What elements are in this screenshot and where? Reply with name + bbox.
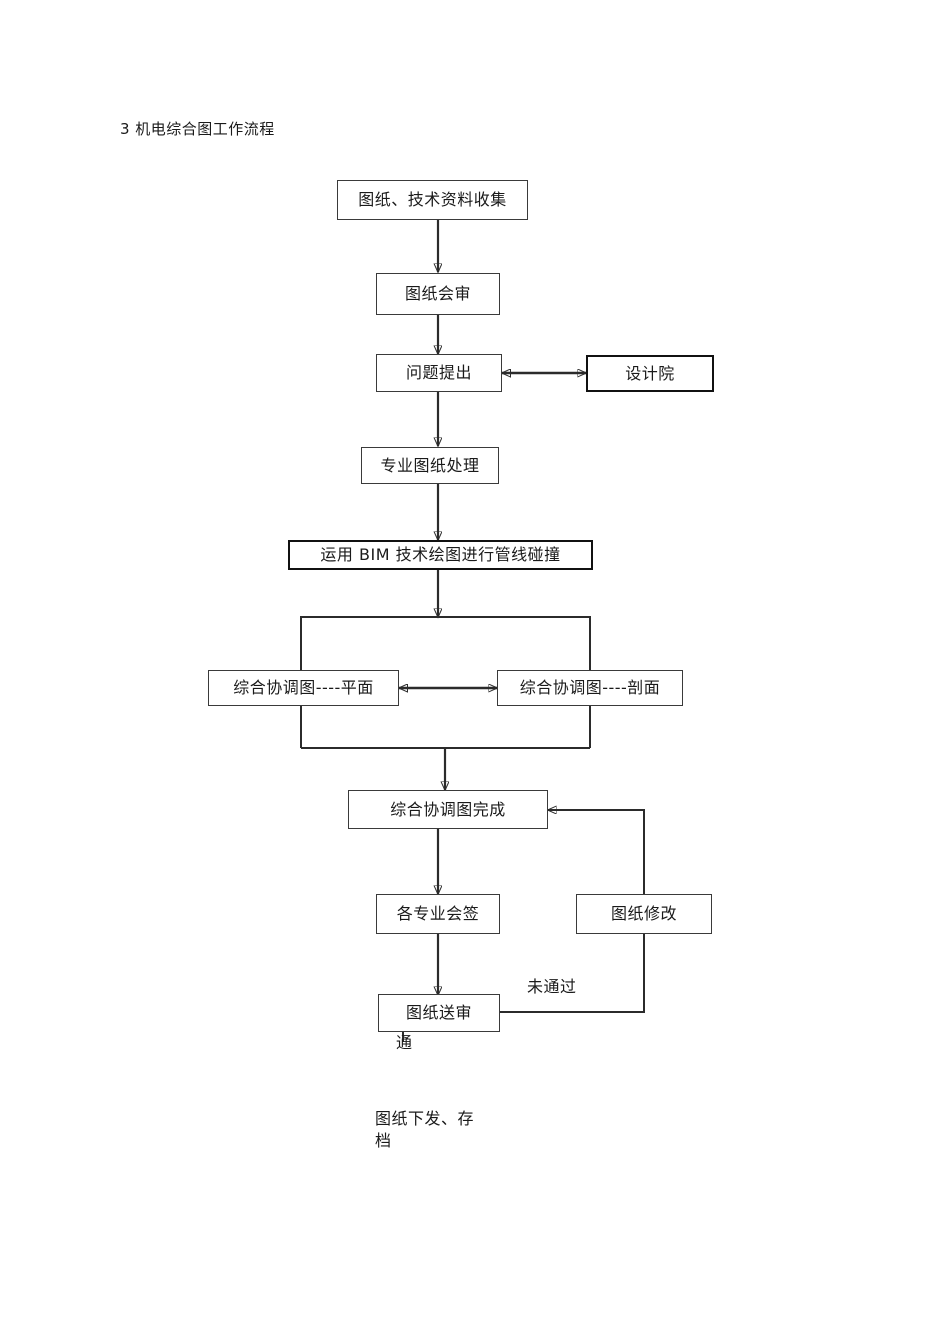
node-bim[interactable]: 运用 BIM 技术绘图进行管线碰撞 — [288, 540, 593, 570]
node-plan-label: 综合协调图----平面 — [233, 678, 374, 698]
node-review[interactable]: 图纸会审 — [376, 273, 500, 315]
edge-label-pass: 通 — [396, 1033, 413, 1052]
node-submit[interactable]: 图纸送审 — [378, 994, 500, 1032]
node-section-label: 综合协调图----剖面 — [519, 678, 661, 698]
node-bim-label: 运用 BIM 技术绘图进行管线碰撞 — [320, 545, 561, 565]
node-modify-label: 图纸修改 — [610, 904, 677, 924]
node-process[interactable]: 专业图纸处理 — [361, 447, 499, 484]
label-release: 图纸下发、存档 — [375, 1109, 475, 1150]
node-signoff-label: 各专业会签 — [396, 904, 480, 924]
node-signoff[interactable]: 各专业会签 — [376, 894, 500, 934]
node-issue-label: 问题提出 — [405, 363, 472, 383]
node-done[interactable]: 综合协调图完成 — [348, 790, 548, 829]
page-title: 3 机电综合图工作流程 — [120, 120, 275, 138]
node-section[interactable]: 综合协调图----剖面 — [497, 670, 683, 706]
edge-submit-modify-done — [500, 934, 645, 1013]
node-collect-label: 图纸、技术资料收集 — [358, 190, 507, 210]
node-done-label: 综合协调图完成 — [390, 799, 506, 819]
node-submit-label: 图纸送审 — [405, 1003, 472, 1023]
node-design-label: 设计院 — [625, 363, 675, 383]
node-collect[interactable]: 图纸、技术资料收集 — [337, 180, 528, 220]
edge-modify-done — [548, 810, 645, 894]
node-modify[interactable]: 图纸修改 — [576, 894, 712, 934]
node-plan[interactable]: 综合协调图----平面 — [208, 670, 399, 706]
node-issue[interactable]: 问题提出 — [376, 354, 502, 392]
node-process-label: 专业图纸处理 — [380, 455, 480, 475]
node-review-label: 图纸会审 — [404, 284, 471, 304]
node-design[interactable]: 设计院 — [586, 355, 714, 392]
edge-label-not-pass: 未通过 — [527, 977, 577, 996]
